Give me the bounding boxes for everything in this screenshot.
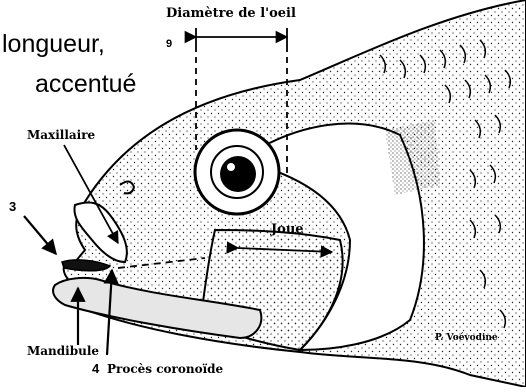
label-proces-coronoide: Procès coronoïde (107, 362, 223, 376)
eye-pupil (220, 156, 256, 192)
caption-line-1: longueur, (2, 30, 105, 59)
pointer-3 (24, 216, 56, 254)
label-maxillaire: Maxillaire (27, 128, 95, 142)
label-mandibule: Mandibule (27, 344, 99, 358)
caption-line-2: accentué (35, 70, 136, 99)
label-number-9: 9 (166, 38, 172, 50)
label-number-3: 3 (9, 199, 16, 214)
label-credit: P. Voévodine (435, 333, 498, 343)
label-number-4: 4 (92, 361, 99, 376)
label-joue: Joue (271, 222, 304, 237)
eye-highlight (227, 163, 235, 171)
label-eye-diameter: Diamètre de l'oeil (166, 6, 296, 21)
